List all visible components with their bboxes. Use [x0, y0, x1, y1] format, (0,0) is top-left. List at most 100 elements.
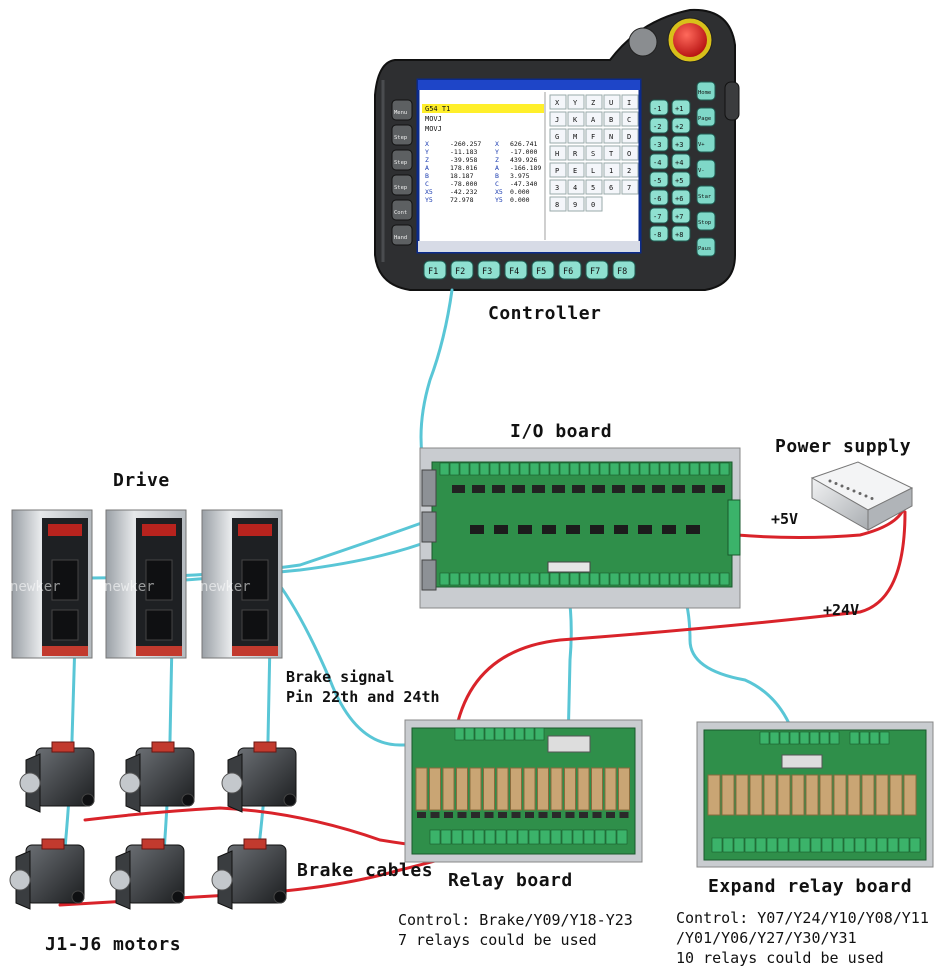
io-chip — [632, 485, 645, 493]
relay-terminal — [583, 829, 595, 845]
motor-shaft — [9, 869, 31, 891]
relay-terminal — [484, 829, 496, 845]
controller-f-key — [558, 260, 582, 280]
expand-relay — [889, 774, 903, 816]
io-terminal — [709, 572, 720, 586]
power-supply — [810, 461, 914, 531]
drive-power-terminal — [136, 646, 182, 656]
screen-coord-axis: C — [425, 180, 429, 188]
relay-led — [430, 812, 440, 818]
drive-unit: newker — [200, 509, 283, 659]
motor-encoder-plug — [81, 793, 95, 807]
expand-terminal — [819, 731, 830, 745]
motor-encoder-plug — [171, 890, 185, 904]
io-terminals-top — [439, 462, 730, 476]
drive-connector — [145, 609, 173, 641]
io-chip — [590, 525, 604, 534]
io-connector-3 — [421, 559, 437, 591]
motor-encoder-plug — [273, 890, 287, 904]
controller-f-key — [423, 260, 447, 280]
screen-coord-value: -39.958 — [450, 156, 477, 164]
motor-connector — [253, 741, 277, 753]
screen-key — [621, 162, 639, 178]
drive-watermark: newker — [10, 579, 61, 595]
drive-label: Drive — [113, 470, 170, 491]
controller-axis-key-label: +5 — [675, 177, 683, 185]
controller-side-key-label: Menu — [394, 110, 407, 116]
expand-terminal — [809, 731, 820, 745]
controller-label: Controller — [488, 303, 602, 324]
psu-side — [867, 487, 913, 531]
screen-key-label: B — [609, 116, 613, 124]
relay-note-line-2: 7 relays could be used — [398, 931, 597, 949]
motors-label: J1-J6 motors — [45, 934, 182, 955]
controller-f-key-label: F4 — [509, 267, 519, 277]
io-terminal — [579, 462, 590, 476]
relay-terminal — [616, 829, 628, 845]
relay — [469, 767, 482, 811]
io-chip — [552, 485, 565, 493]
expand-relay-board-label: Expand relay board — [708, 876, 913, 897]
io-terminal — [659, 572, 670, 586]
relay-led — [457, 812, 467, 818]
relay-board — [404, 719, 643, 863]
relay-terminal — [517, 829, 529, 845]
drive-unit: newker — [104, 509, 187, 659]
controller-axis-key-label: -6 — [653, 195, 661, 203]
io-chip — [542, 525, 556, 534]
controller-f-key-label: F5 — [536, 267, 546, 277]
controller-axis-key — [649, 117, 669, 134]
drive-display — [48, 524, 82, 536]
io-chip — [612, 485, 625, 493]
screen-key — [549, 128, 567, 144]
io-terminal — [489, 462, 500, 476]
brake-signal-label: Brake signal — [286, 668, 395, 686]
drive-connector — [51, 559, 79, 601]
controller-axis-key — [671, 189, 691, 206]
controller-axis-keys: -1+1-2+2-3+3-4+4-5+5-6+6-7+7-8+8 — [649, 99, 691, 242]
expand-relay — [749, 774, 763, 816]
screen-key — [603, 111, 621, 127]
screen-key — [549, 179, 567, 195]
controller-f-key — [450, 260, 474, 280]
relay-terminal — [561, 829, 573, 845]
expand-terminal — [777, 837, 789, 853]
controller-side-key-label: Step — [394, 160, 407, 166]
relay-terminal — [594, 829, 606, 845]
expand-board-terminals-top — [759, 731, 890, 745]
relay-terminal — [539, 829, 551, 845]
screen-key — [603, 162, 621, 178]
relay — [523, 767, 536, 811]
controller-axis-key-label: +8 — [675, 231, 683, 239]
controller-right-key — [696, 159, 716, 179]
io-chip — [662, 525, 676, 534]
screen-key-label: H — [555, 150, 559, 158]
screen-key — [603, 128, 621, 144]
controller-axis-key-label: -4 — [653, 159, 661, 167]
io-terminal — [509, 572, 520, 586]
screen-coord-value: 626.741 — [510, 140, 537, 148]
screen-key-label: 4 — [573, 184, 577, 192]
motor-encoder-plug — [181, 793, 195, 807]
io-terminal — [439, 462, 450, 476]
controller-right-key-label: Paus — [698, 246, 711, 252]
io-terminal — [569, 572, 580, 586]
brake-pin-label: Pin 22th and 24th — [286, 688, 440, 706]
psu-vents — [828, 479, 874, 500]
screen-key — [585, 162, 603, 178]
screen-coord-value: 18.187 — [450, 172, 474, 180]
screen-key-label: T — [609, 150, 614, 158]
screen-coord-value: 0.000 — [510, 188, 530, 196]
screen-coord-axis: X5 — [425, 188, 433, 196]
io-terminal — [639, 462, 650, 476]
controller-axis-key — [671, 99, 691, 116]
psu-vent — [828, 479, 832, 483]
io-terminal — [529, 572, 540, 586]
controller-right-key — [696, 211, 716, 231]
screen-coord-axis: X — [425, 140, 429, 148]
motor-connector — [51, 741, 75, 753]
